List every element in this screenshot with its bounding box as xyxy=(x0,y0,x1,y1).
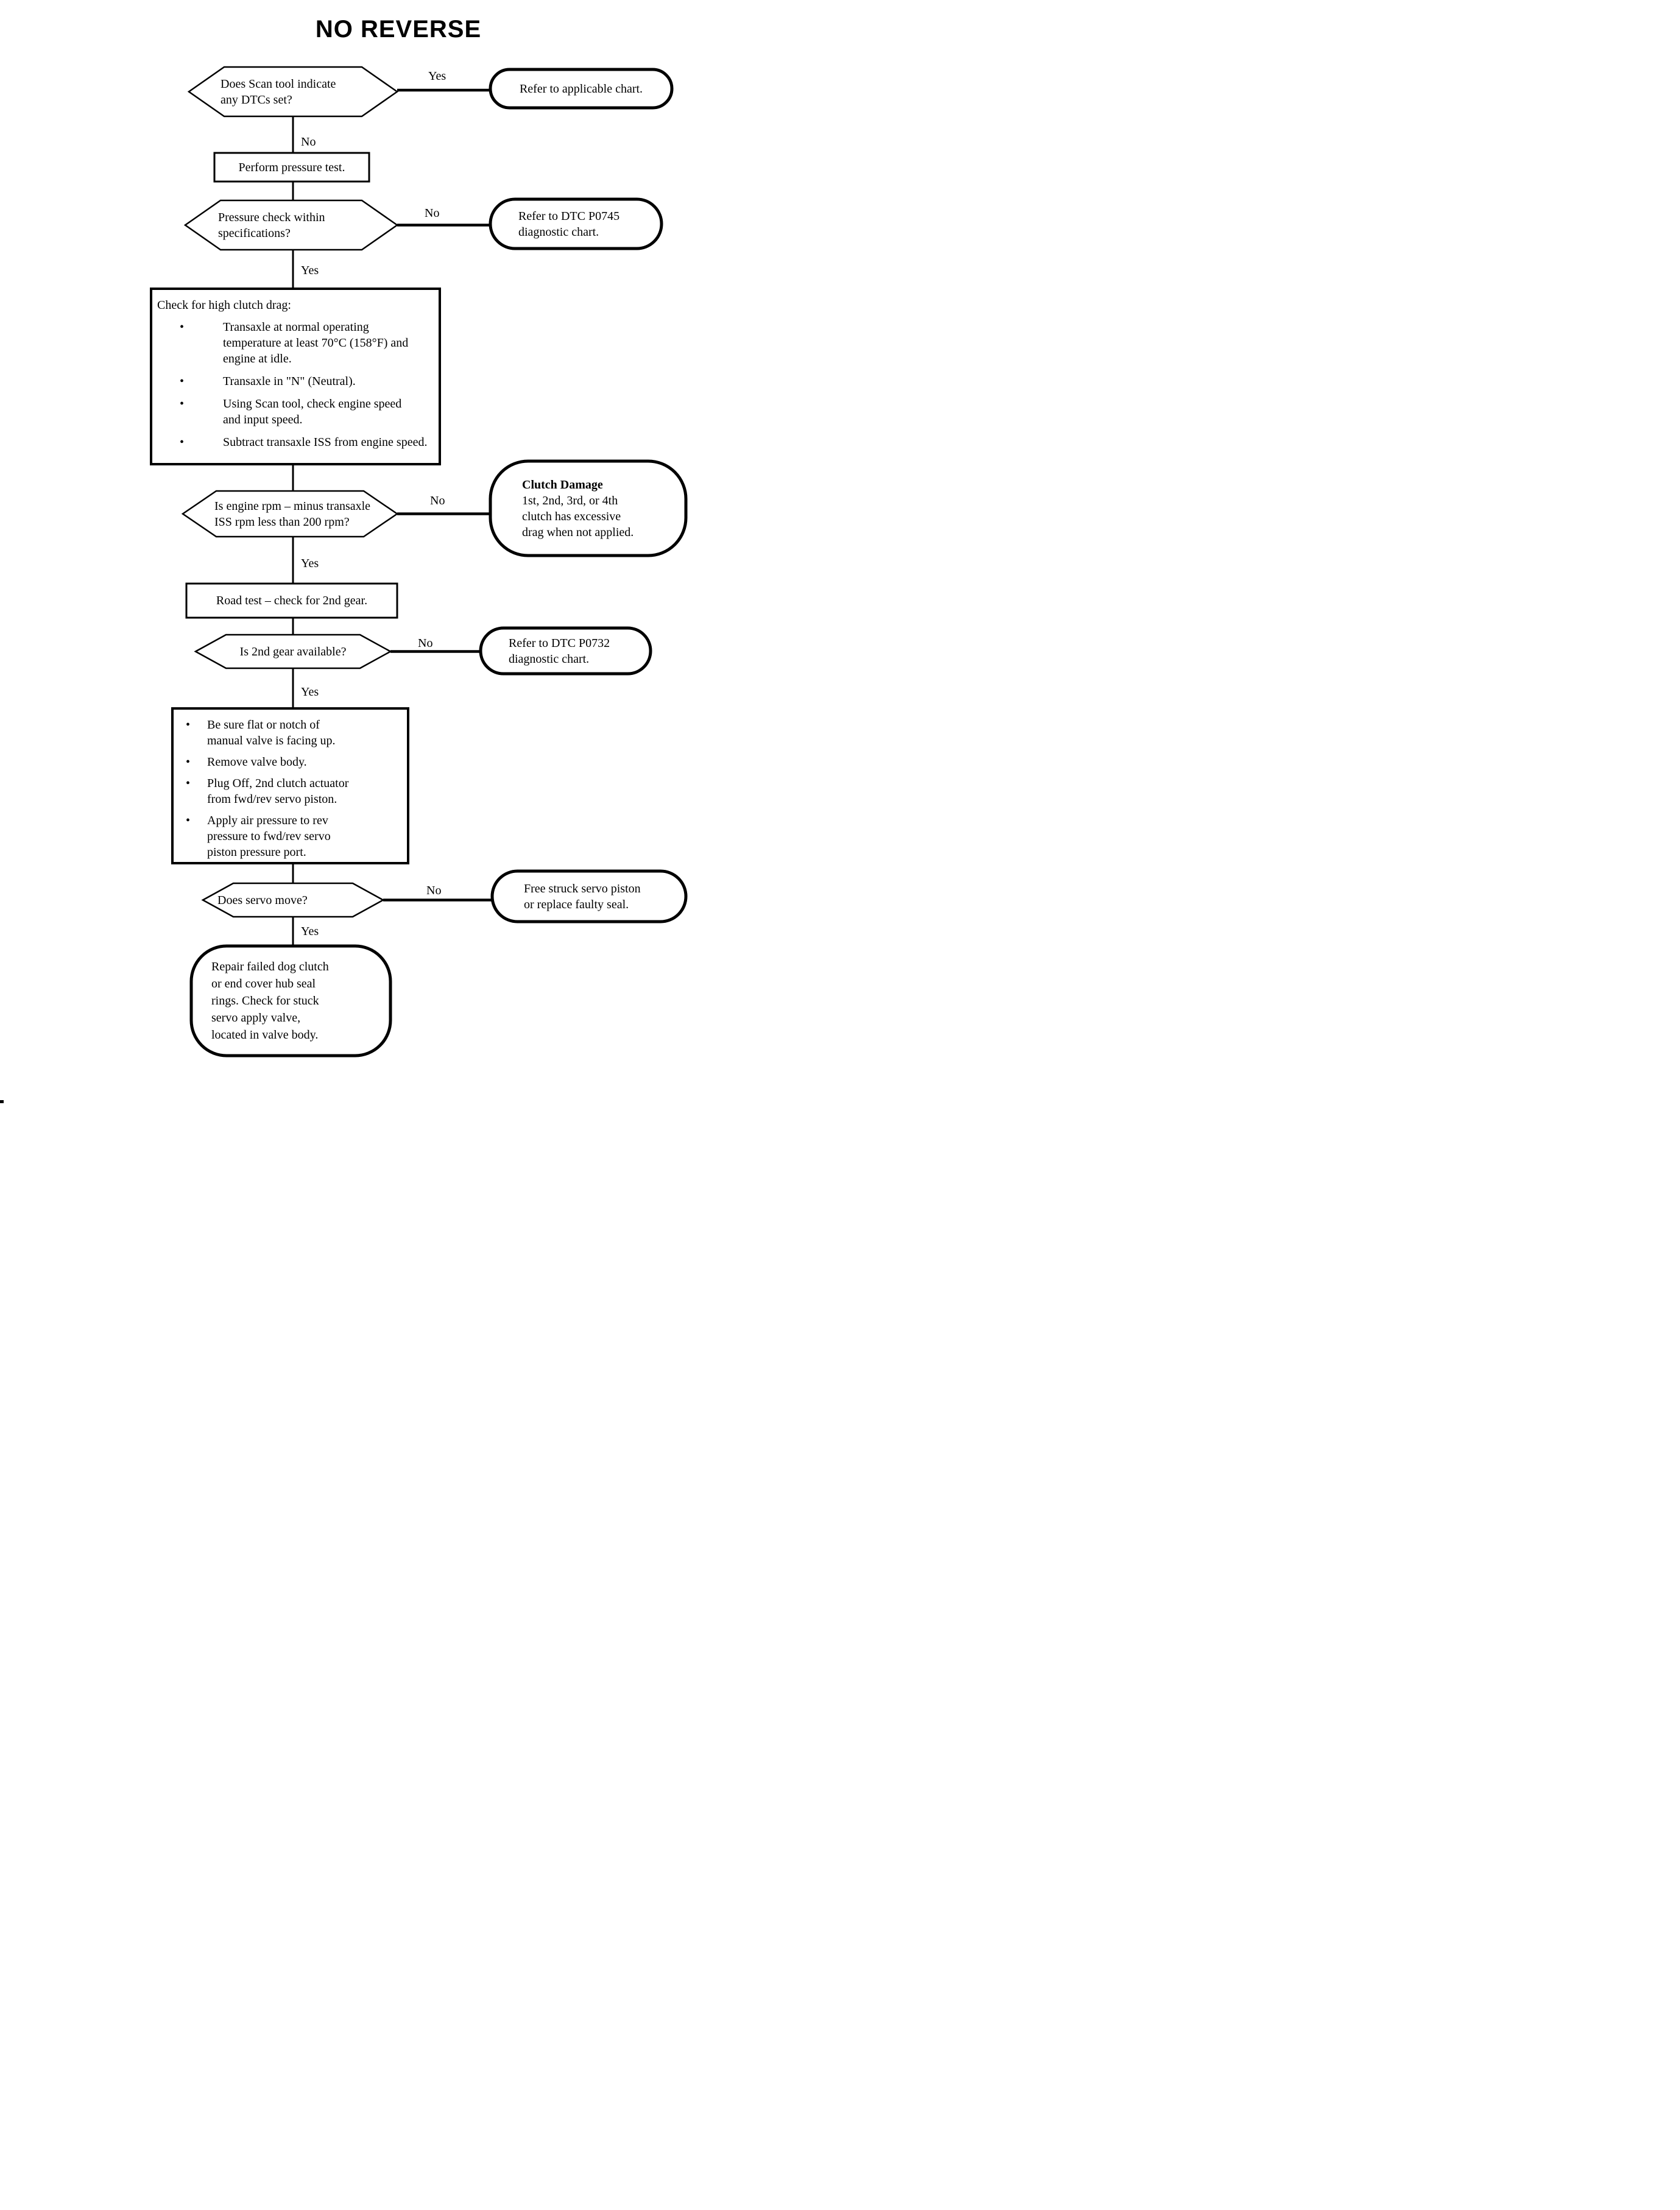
clutch-drag-bullet-list: • Transaxle at normal operating temperat… xyxy=(157,319,431,450)
edge-label-no-servo: No xyxy=(426,884,442,897)
bullet-icon: • xyxy=(186,814,191,827)
process-servo-steps-box: • Be sure flat or notch of manual valve … xyxy=(172,708,408,863)
bullet-icon: • xyxy=(186,777,191,790)
edge-label-no-dtc: No xyxy=(301,135,316,149)
servo-steps-bullet-list: • Be sure flat or notch of manual valve … xyxy=(178,717,402,860)
bullet-text: Subtract transaxle ISS from engine speed… xyxy=(223,436,428,449)
list-item: • Using Scan tool, check engine speed an… xyxy=(157,396,431,428)
terminal-refer-p0745-text: Refer to DTC P0745 diagnostic chart. xyxy=(518,209,620,239)
flowchart-shapes xyxy=(150,66,688,1057)
decision-rpm-text: Is engine rpm – minus transaxle ISS rpm … xyxy=(214,499,371,529)
process-servo-steps-shape xyxy=(171,707,409,864)
edge-label-no-rpm: No xyxy=(430,494,445,507)
bullet-icon: • xyxy=(186,718,191,732)
bullet-text: Remove valve body. xyxy=(207,755,307,769)
terminal-repair-shape xyxy=(189,944,392,1057)
clutch-drag-heading: Check for high clutch drag: xyxy=(157,298,291,312)
list-item: • Remove valve body. xyxy=(178,754,402,770)
edge-label-yes-pressure: Yes xyxy=(301,264,319,277)
bullet-text: Apply air pressure to rev pressure to fw… xyxy=(207,814,331,859)
bullet-text: Using Scan tool, check engine speed and … xyxy=(223,397,402,426)
decision-pressure-check-shape xyxy=(183,199,399,251)
bullet-icon: • xyxy=(180,375,185,388)
process-pressure-test-text: Perform pressure test. xyxy=(238,160,345,174)
decision-servo-move-text: Does servo move? xyxy=(217,893,308,907)
flowchart-page: NO REVERSE Does Scan tool indicate any D… xyxy=(0,0,840,1105)
terminal-clutch-damage-shape xyxy=(489,459,688,557)
terminal-refer-applicable-text: Refer to applicable chart. xyxy=(519,82,643,96)
process-clutch-drag-shape xyxy=(150,288,441,465)
edge-label-yes-servo: Yes xyxy=(301,925,319,938)
decision-rpm-shape xyxy=(181,490,399,538)
bullet-text: Transaxle at normal operating temperatur… xyxy=(223,320,409,365)
bullet-icon: • xyxy=(186,755,191,769)
list-item: • Transaxle at normal operating temperat… xyxy=(157,319,431,367)
list-item: • Be sure flat or notch of manual valve … xyxy=(178,717,402,749)
process-road-test-text: Road test – check for 2nd gear. xyxy=(216,594,368,607)
list-item: • Subtract transaxle ISS from engine spe… xyxy=(157,434,431,450)
terminal-refer-applicable-shape xyxy=(489,68,674,110)
edge-label-yes-dtc: Yes xyxy=(428,69,446,83)
bullet-text: Transaxle in "N" (Neutral). xyxy=(223,375,356,388)
list-item: • Plug Off, 2nd clutch actuator from fwd… xyxy=(178,775,402,807)
list-item: • Transaxle in "N" (Neutral). xyxy=(157,373,431,389)
terminal-refer-p0745-shape xyxy=(489,197,663,250)
terminal-repair-text: Repair failed dog clutch or end cover hu… xyxy=(211,960,329,1042)
bullet-text: Plug Off, 2nd clutch actuator from fwd/r… xyxy=(207,777,349,806)
bullet-icon: • xyxy=(180,397,185,411)
bullet-text: Be sure flat or notch of manual valve is… xyxy=(207,718,336,747)
decision-2nd-gear-text: Is 2nd gear available? xyxy=(239,644,347,658)
terminal-refer-p0732-shape xyxy=(479,626,652,676)
page-title: NO REVERSE xyxy=(315,16,482,43)
decision-scan-tool-text: Does Scan tool indicate any DTCs set? xyxy=(221,77,336,107)
scan-artifact xyxy=(0,1100,4,1103)
decision-pressure-check-text: Pressure check within specifications? xyxy=(218,210,325,240)
bullet-icon: • xyxy=(180,436,185,449)
clutch-damage-body: 1st, 2nd, 3rd, or 4th clutch has excessi… xyxy=(522,493,634,539)
process-pressure-test-shape xyxy=(213,152,370,183)
edge-label-no-pressure: No xyxy=(425,207,440,220)
bullet-icon: • xyxy=(180,320,185,334)
decision-servo-move-shape xyxy=(201,882,385,918)
clutch-damage-heading: Clutch Damage xyxy=(522,478,603,492)
decision-scan-tool-shape xyxy=(187,66,399,118)
edge-label-no-2nd-gear: No xyxy=(418,637,433,650)
edge-label-yes-2nd-gear: Yes xyxy=(301,685,319,699)
process-road-test-shape xyxy=(185,582,398,619)
decision-2nd-gear-shape xyxy=(194,634,392,669)
edge-label-yes-rpm: Yes xyxy=(301,557,319,570)
terminal-free-servo-text: Free struck servo piston or replace faul… xyxy=(524,881,641,911)
list-item: • Apply air pressure to rev pressure to … xyxy=(178,813,402,860)
terminal-refer-p0732-text: Refer to DTC P0732 diagnostic chart. xyxy=(509,636,610,666)
terminal-free-servo-shape xyxy=(490,869,688,923)
connectors xyxy=(292,88,492,946)
terminal-clutch-damage-text: Clutch Damage 1st, 2nd, 3rd, or 4th clut… xyxy=(490,461,686,556)
process-clutch-drag-box: Check for high clutch drag: • Transaxle … xyxy=(151,289,440,464)
